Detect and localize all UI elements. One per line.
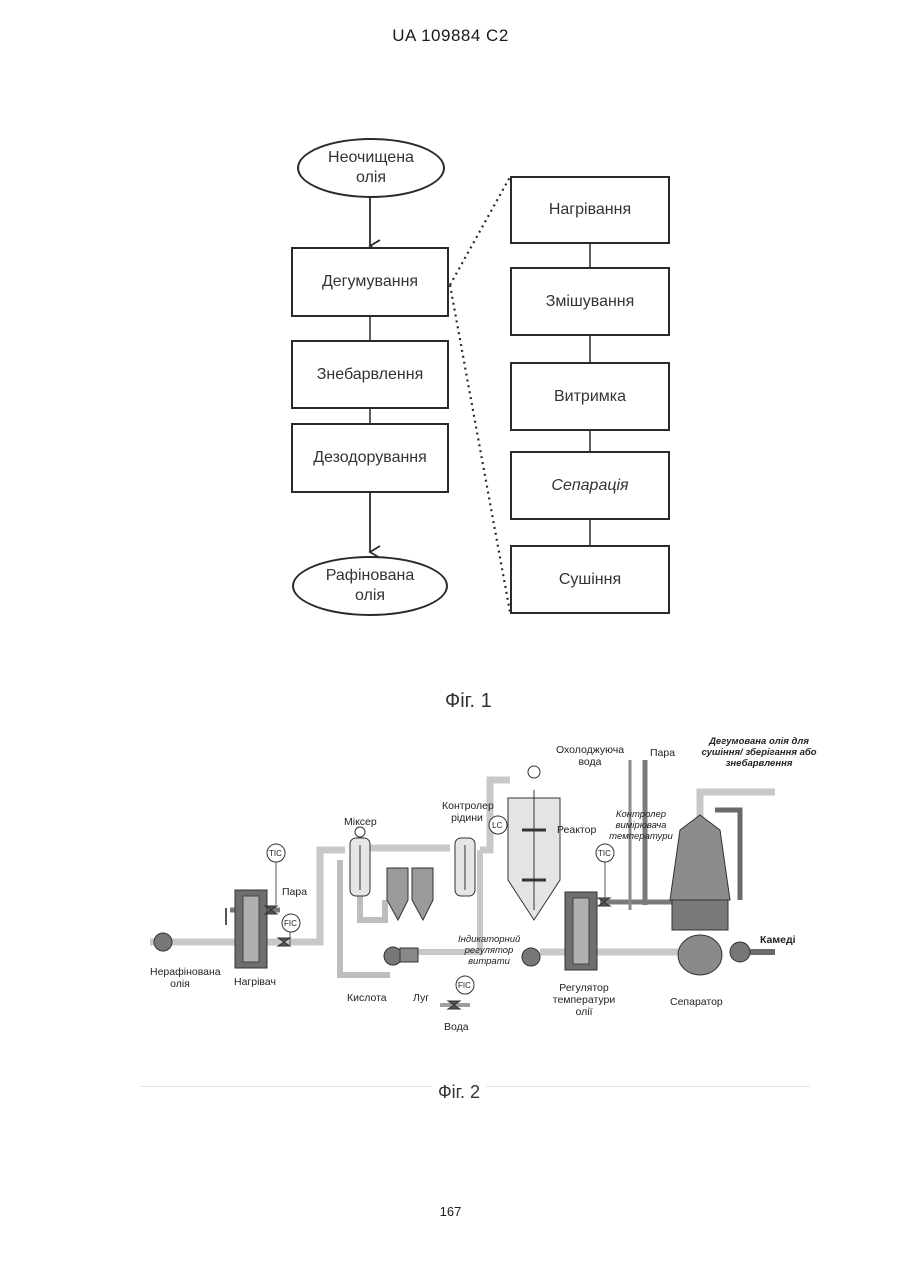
fig1-caption: Фіг. 1 — [445, 690, 492, 713]
label-steam-right: Пара — [650, 747, 675, 759]
step-deodorization: Дезодорування — [291, 423, 449, 493]
label-liquid-controller-text: Контролер рідини — [442, 800, 494, 824]
detail-step-label: Сушіння — [559, 571, 621, 589]
fic-water-label: FIC — [458, 980, 471, 992]
label-mixer: Міксер — [344, 816, 377, 828]
label-flow-indicator: Індикаторний регулятор витрати — [458, 934, 520, 967]
step-degumming-label: Дегумування — [322, 273, 418, 291]
detail-step-label: Нагрівання — [549, 201, 631, 219]
fig2-caption: Фіг. 2 — [432, 1082, 486, 1103]
fig1-connectors — [0, 0, 901, 720]
detail-step-mixing: Змішування — [510, 267, 670, 336]
step-bleaching-label: Знебарвлення — [317, 366, 424, 384]
label-separator: Сепаратор — [670, 996, 723, 1008]
mixer-1-unit — [350, 827, 370, 896]
label-degummed-oil-text: Дегумована олія для сушіння/ зберігання … — [701, 736, 816, 769]
detail-step-label: Змішування — [546, 293, 635, 311]
label-acid: Кислота — [347, 992, 387, 1004]
label-temp-controller: Контролер вимірювача температури — [606, 809, 676, 842]
label-heater: Нагрівач — [234, 976, 276, 988]
fic-left-label: FIC — [284, 918, 297, 930]
dotted-link-top — [450, 177, 510, 285]
tic-right-label: TIC — [598, 848, 611, 860]
end-node-refined-oil: Рафінована олія — [292, 556, 448, 616]
step-bleaching: Знебарвлення — [291, 340, 449, 409]
tic-left-label: TIC — [269, 848, 282, 860]
oil-temp-regulator-unit — [565, 892, 597, 970]
detail-step-heating: Нагрівання — [510, 176, 670, 244]
label-lye: Луг — [413, 992, 429, 1004]
detail-step-label: Сепарація — [551, 477, 628, 495]
label-reactor: Реактор — [557, 824, 596, 836]
detail-step-drying: Сушіння — [510, 545, 670, 614]
figure-1: Неочищена олія Дегумування Знебарвлення … — [0, 0, 901, 720]
lc-label: LC — [492, 820, 502, 832]
mixer-2-unit — [455, 838, 475, 896]
step-deodorization-label: Дезодорування — [313, 449, 427, 467]
label-degummed-oil: Дегумована олія для сушіння/ зберігання … — [700, 736, 818, 769]
detail-step-label: Витримка — [554, 388, 626, 406]
start-node-label: Неочищена олія — [317, 148, 425, 188]
label-liquid-controller: Контролер рідини — [442, 800, 492, 824]
figure-2: TIC FIC LC TIC FIC Нерафінована олія Наг… — [0, 720, 901, 1120]
label-unrefined-oil: Нерафінована олія — [150, 966, 210, 990]
dotted-link-bottom — [450, 285, 510, 612]
step-degumming: Дегумування — [291, 247, 449, 317]
label-water: Вода — [444, 1021, 469, 1033]
label-oil-temp-regulator-text: Регулятор температури олії — [553, 982, 616, 1018]
end-node-label: Рафінована олія — [316, 566, 424, 606]
process-diagram — [0, 720, 901, 1120]
heater-unit — [226, 890, 267, 968]
label-cooling-water-text: Охолоджуюча вода — [556, 744, 624, 768]
label-temp-controller-text: Контролер вимірювача температури — [609, 809, 673, 842]
detail-step-holding: Витримка — [510, 362, 670, 431]
pipe-mixer-down — [360, 895, 385, 920]
label-steam-left: Пара — [282, 886, 307, 898]
label-gums: Камеді — [760, 934, 796, 946]
start-node-crude-oil: Неочищена олія — [297, 138, 445, 198]
label-oil-temp-regulator: Регулятор температури олії — [545, 982, 623, 1018]
label-flow-indicator-text: Індикаторний регулятор витрати — [458, 934, 520, 967]
label-cooling-water: Охолоджуюча вода — [555, 744, 625, 768]
detail-step-separation: Сепарація — [510, 451, 670, 520]
page-number: 167 — [0, 1204, 901, 1219]
